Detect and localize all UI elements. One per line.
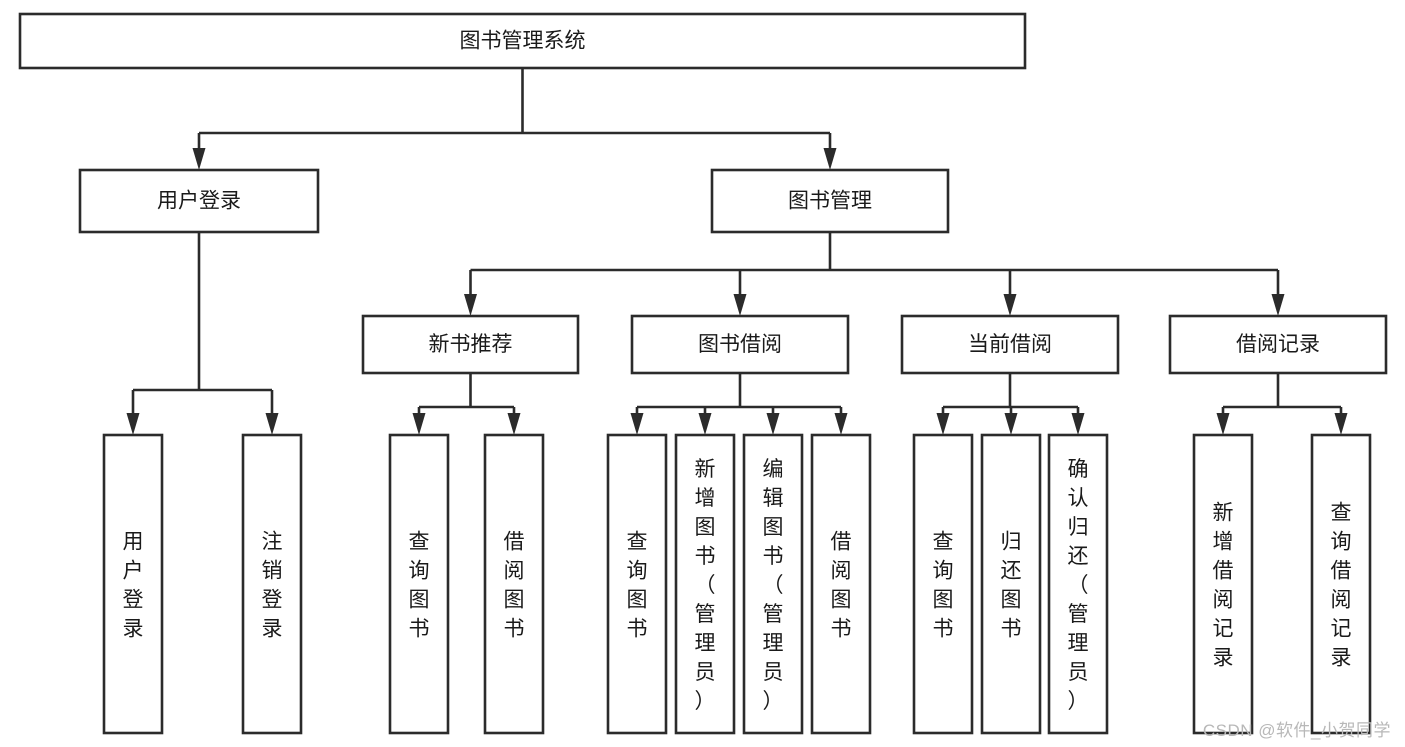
node-box[interactable] [1192, 433, 1254, 735]
node-box[interactable] [710, 168, 950, 234]
node-l2-0[interactable]: 用户登录 [78, 168, 320, 234]
node-l3-0[interactable]: 新书推荐 [361, 314, 580, 375]
node-label: 编辑图书（管理员） [763, 458, 784, 713]
node-leaf-11[interactable]: 新增借阅记录 [1192, 433, 1254, 735]
node-label: 图书借阅 [698, 333, 782, 356]
node-leaf-6[interactable]: 编辑图书（管理员） [742, 433, 804, 735]
node-box[interactable] [980, 433, 1042, 735]
node-label: 查询图书 [933, 531, 954, 641]
arrow-head-icon [1216, 413, 1230, 435]
node-box[interactable] [78, 168, 320, 234]
arrow-head-icon [192, 148, 206, 170]
arrow-head-icon [1271, 294, 1285, 316]
node-label: 新书推荐 [429, 333, 513, 356]
node-box[interactable] [674, 433, 736, 735]
node-label: 查询借阅记录 [1331, 502, 1352, 670]
node-label: 查询图书 [627, 531, 648, 641]
node-box[interactable] [912, 433, 974, 735]
arrow-head-icon [733, 294, 747, 316]
node-leaf-3[interactable]: 借阅图书 [483, 433, 545, 735]
arrow-head-icon [1334, 413, 1348, 435]
node-label: 归还图书 [1001, 531, 1022, 641]
node-box[interactable] [1168, 314, 1388, 375]
node-box[interactable] [388, 433, 450, 735]
node-label: 用户登录 [123, 531, 144, 641]
node-label: 借阅记录 [1236, 333, 1320, 356]
node-leaf-9[interactable]: 归还图书 [980, 433, 1042, 735]
node-box[interactable] [900, 314, 1120, 375]
node-leaf-5[interactable]: 新增图书（管理员） [674, 433, 736, 735]
node-box[interactable] [810, 433, 872, 735]
node-l3-3[interactable]: 借阅记录 [1168, 314, 1388, 375]
arrow-head-icon [1003, 294, 1017, 316]
node-leaf-0[interactable]: 用户登录 [102, 433, 164, 735]
arrow-head-icon [464, 294, 477, 316]
node-label: 用户登录 [157, 190, 241, 213]
node-label: 查询图书 [409, 531, 430, 641]
node-leaf-12[interactable]: 查询借阅记录 [1310, 433, 1372, 735]
node-label: 图书管理系统 [460, 30, 586, 53]
node-label: 借阅图书 [831, 531, 852, 641]
connector-group-l3-1 [630, 373, 848, 435]
connector-group-l2-0 [126, 232, 279, 435]
node-leaf-10[interactable]: 确认归还（管理员） [1047, 433, 1109, 735]
connector-group-l3-2 [936, 373, 1085, 435]
connector-layer [126, 68, 1348, 435]
node-box[interactable] [630, 314, 850, 375]
node-leaf-7[interactable]: 借阅图书 [810, 433, 872, 735]
node-label: 借阅图书 [504, 531, 525, 641]
node-leaf-8[interactable]: 查询图书 [912, 433, 974, 735]
node-root[interactable]: 图书管理系统 [18, 12, 1027, 70]
node-label: 新增借阅记录 [1213, 502, 1234, 670]
node-box[interactable] [18, 12, 1027, 70]
arrow-head-icon [1004, 413, 1018, 435]
arrow-head-icon [823, 148, 837, 170]
arrow-head-icon [936, 413, 950, 435]
node-label: 注销登录 [262, 531, 283, 641]
node-box[interactable] [102, 433, 164, 735]
node-label: 确认归还（管理员） [1068, 458, 1089, 713]
node-box[interactable] [241, 433, 303, 735]
node-box[interactable] [606, 433, 668, 735]
node-leaf-1[interactable]: 注销登录 [241, 433, 303, 735]
node-box[interactable] [742, 433, 804, 735]
node-label: 新增图书（管理员） [695, 458, 716, 713]
node-l2-1[interactable]: 图书管理 [710, 168, 950, 234]
node-l3-1[interactable]: 图书借阅 [630, 314, 850, 375]
arrow-head-icon [834, 413, 848, 435]
node-box[interactable] [361, 314, 580, 375]
connector-group-l3-3 [1216, 373, 1348, 435]
node-box[interactable] [483, 433, 545, 735]
node-box[interactable] [1047, 433, 1109, 735]
connector-group-root [192, 68, 837, 170]
node-leaf-2[interactable]: 查询图书 [388, 433, 450, 735]
connector-group-l2-1 [464, 232, 1285, 316]
arrow-head-icon [698, 413, 712, 435]
node-layer: 图书管理系统用户登录图书管理新书推荐图书借阅当前借阅借阅记录用户登录注销登录查询… [18, 12, 1388, 735]
node-box[interactable] [1310, 433, 1372, 735]
node-leaf-4[interactable]: 查询图书 [606, 433, 668, 735]
node-label: 图书管理 [788, 190, 872, 213]
connector-group-l3-0 [412, 373, 521, 435]
node-l3-2[interactable]: 当前借阅 [900, 314, 1120, 375]
arrow-head-icon [507, 413, 521, 435]
arrow-head-icon [1071, 413, 1085, 435]
arrow-head-icon [412, 413, 426, 435]
arrow-head-icon [630, 413, 644, 435]
arrow-head-icon [766, 413, 780, 435]
arrow-head-icon [265, 413, 279, 435]
node-label: 当前借阅 [968, 333, 1052, 356]
arrow-head-icon [126, 413, 140, 435]
